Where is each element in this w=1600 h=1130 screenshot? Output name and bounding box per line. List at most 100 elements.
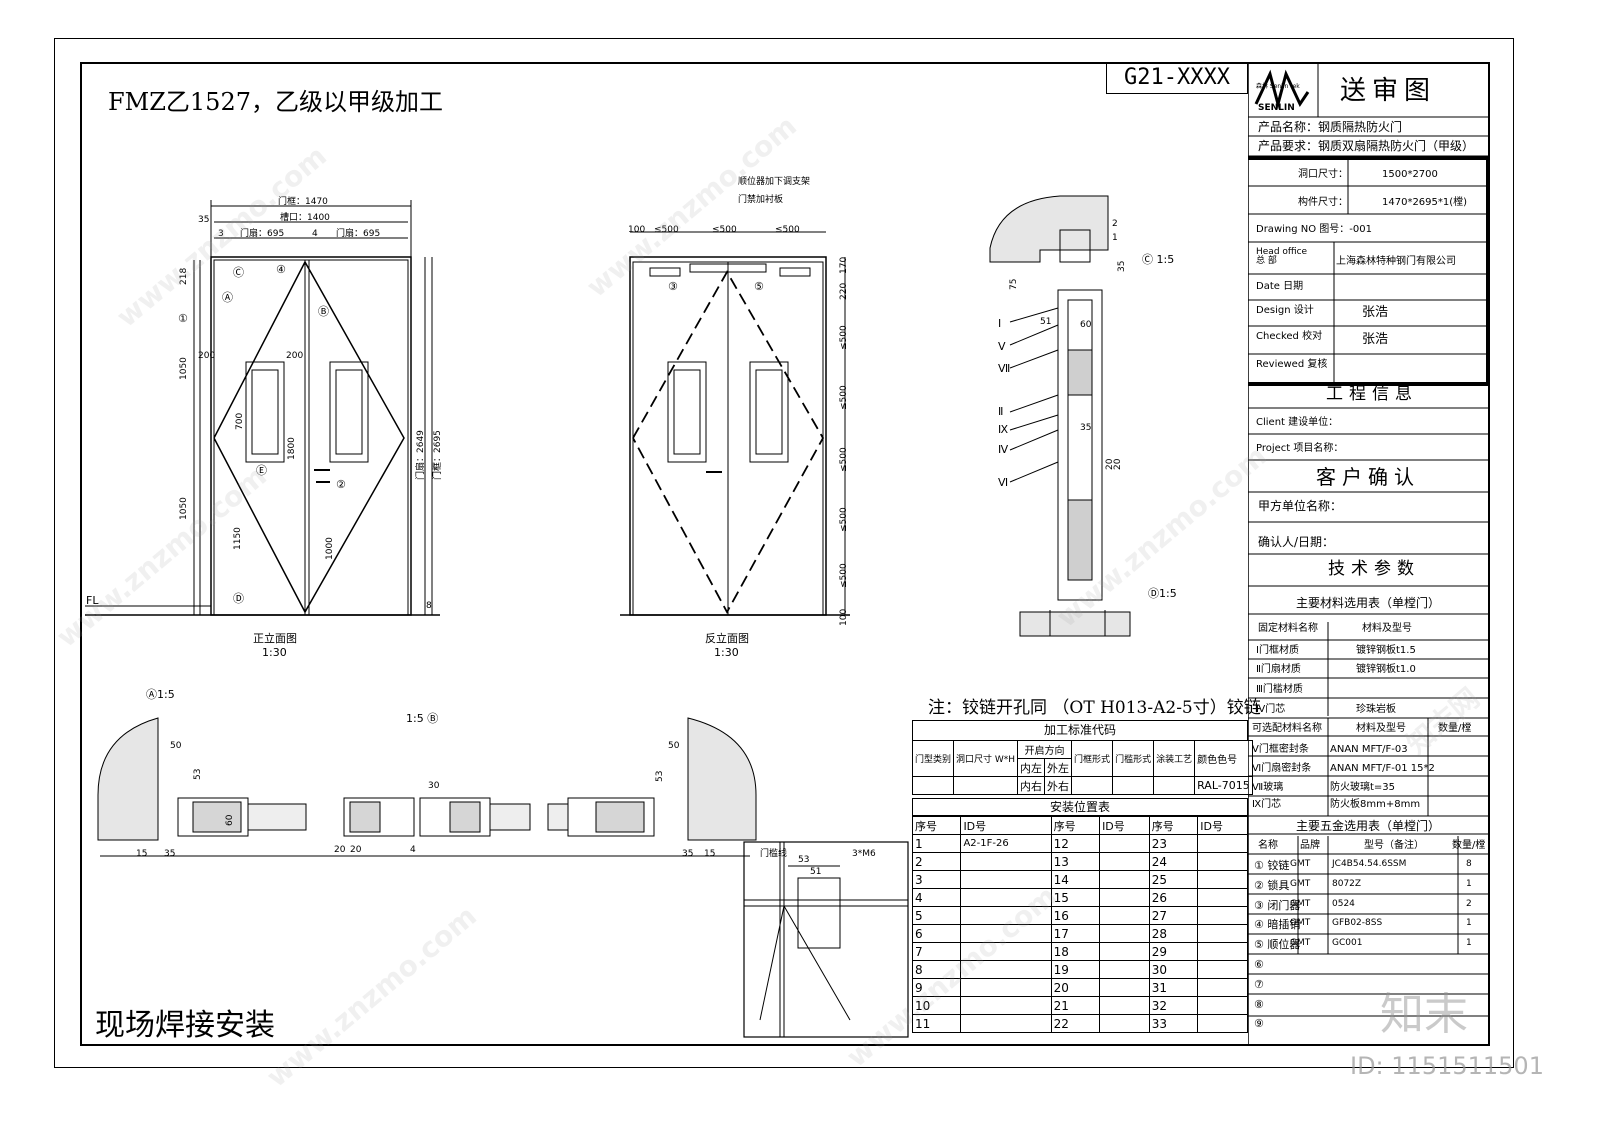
back-view-label: 反立面图 (705, 631, 749, 645)
roman-2: Ⅱ (998, 405, 1003, 418)
table-cell: 26 (1148, 888, 1199, 907)
drawing-number: Drawing NO 图号：-001 (1256, 224, 1372, 235)
callout-b: Ⓑ (318, 305, 329, 318)
material-2-name: Ⅱ门扇材质 (1256, 664, 1301, 675)
floor-level-label: FL (86, 594, 99, 607)
code-head-frame: 门框形式 (1071, 740, 1114, 777)
callout-5: ⑤ (754, 280, 764, 293)
hardware-cell: ⑤ 顺位器 (1254, 938, 1301, 952)
sec-dim-1: 1 (1112, 233, 1118, 243)
hardware-cell: GMT (1290, 878, 1311, 889)
material-4-value: 珍珠岩板 (1356, 704, 1396, 715)
customer-confirm-heading: 客户确认 (1316, 465, 1420, 489)
dim-back-500c: ≤500 (775, 225, 800, 235)
optional-4-name: Ⅸ门芯 (1252, 799, 1282, 810)
table-cell: 10 (911, 996, 962, 1015)
vertical-section (989, 195, 1131, 637)
table-cell (1099, 996, 1150, 1015)
plan-dim-20a: 20 (334, 845, 346, 855)
optional-header-qty: 数量/樘 (1438, 723, 1472, 734)
callout-d: Ⓓ (233, 592, 244, 605)
hardware-cell: ① 铰链 (1254, 859, 1290, 872)
table-cell (1197, 960, 1248, 979)
code-head-color: 颜色色号 (1194, 740, 1253, 777)
hinge-note: 注：铰链开孔同 （OT H013-A2-5寸）铰链 (928, 698, 1261, 718)
dim-slot: 槽口：1400 (280, 211, 330, 223)
plan-dim-50b: 50 (668, 741, 680, 751)
table-cell: 7 (911, 942, 962, 961)
table-cell: 5 (911, 906, 962, 925)
id-watermark: ID: 1151511501 (1350, 1052, 1544, 1080)
table-cell (1197, 852, 1248, 871)
hardware-cell: GC001 (1332, 938, 1363, 949)
sec-dim-51: 51 (1040, 317, 1051, 327)
table-cell (960, 978, 1052, 997)
plan-dim-15a: 15 (136, 849, 147, 859)
client-label: Client 建设单位： (1256, 417, 1339, 428)
code-head-type: 门型类别 (911, 740, 955, 777)
party-label: 甲方单位名称： (1258, 499, 1343, 513)
hardware-cell: 1 (1466, 878, 1472, 889)
table-cell (1099, 906, 1150, 925)
roman-9: Ⅸ (998, 423, 1008, 436)
detail-box (743, 841, 909, 1038)
dim-2649: 门扇：2649 (414, 430, 426, 480)
hardware-header-model: 型号（备注） (1364, 840, 1424, 851)
section-d-label: Ⓓ1:5 (1148, 587, 1177, 600)
hardware-cell: GMT (1290, 918, 1311, 929)
dim-200a: 200 (198, 351, 215, 361)
code-table: 门型类别 洞口尺寸 W*H 开启方向 门框形式 门槛形式 涂装工艺 颜色色号 内… (911, 740, 1253, 795)
drawing-code: G21-XXXX (1106, 62, 1248, 94)
table-cell (1099, 834, 1150, 853)
hardware-header-brand: 品牌 (1300, 840, 1320, 851)
head-office-value: 上海森林特种钢门有限公司 (1336, 256, 1456, 267)
material-4-name: Ⅳ门芯 (1256, 704, 1286, 715)
table-cell: 30 (1148, 960, 1199, 979)
table-cell: 15 (1050, 888, 1101, 907)
hardware-cell: 0524 (1332, 898, 1355, 909)
dim-back-500a: ≤500 (654, 225, 679, 235)
back-view-scale: 1:30 (714, 646, 739, 659)
opening-size-label: 洞口尺寸： (1298, 169, 1348, 180)
plan-dim-50a: 50 (170, 741, 182, 751)
sec-dim-2: 2 (1112, 219, 1118, 229)
title-block (1248, 62, 1490, 1046)
install-head-id-2: ID号 (1099, 816, 1150, 835)
table-cell: 32 (1148, 996, 1199, 1015)
sec-dim-35b: 35 (1080, 423, 1091, 433)
table-cell: 18 (1050, 942, 1101, 961)
detail-label-53: 53 (798, 855, 809, 865)
sec-dim-75: 75 (1009, 279, 1019, 290)
table-cell (1197, 906, 1248, 925)
material-1-name: Ⅰ门框材质 (1256, 645, 1299, 656)
plan-dim-15b: 15 (704, 849, 715, 859)
sheet-outer-border (54, 38, 1514, 1068)
materials-title: 主要材料选用表（单樘门） (1296, 596, 1441, 610)
table-cell (960, 942, 1052, 961)
callout-3: ③ (668, 280, 678, 293)
table-cell (1099, 924, 1150, 943)
sec-dim-20a: 20 (1105, 458, 1115, 470)
optional-4-value: 防火板8mm+8mm (1330, 799, 1421, 810)
logo-sub: 森林 Senlin tek (1256, 83, 1300, 90)
section-a-label: Ⓐ1:5 (146, 688, 175, 701)
table-cell: 12 (1050, 834, 1101, 853)
table-cell (960, 888, 1052, 907)
dim-back-100-v: 100 (839, 609, 849, 626)
code-color-value: RAL-7015 (1194, 776, 1253, 795)
table-cell: 23 (1148, 834, 1199, 853)
dim-back-500c-v: ≤500 (839, 447, 849, 472)
section-c-label: Ⓒ 1:5 (1142, 253, 1174, 266)
table-cell: 33 (1148, 1014, 1199, 1033)
date-label: Date 日期 (1256, 281, 1304, 292)
dim-back-100: 100 (628, 225, 645, 235)
optional-3-name: Ⅶ玻璃 (1252, 782, 1284, 793)
table-cell (1099, 978, 1150, 997)
table-cell: 25 (1148, 870, 1199, 889)
code-dir-outer-left: 外左 (1044, 758, 1073, 777)
optional-header-model: 材料及型号 (1356, 723, 1406, 734)
